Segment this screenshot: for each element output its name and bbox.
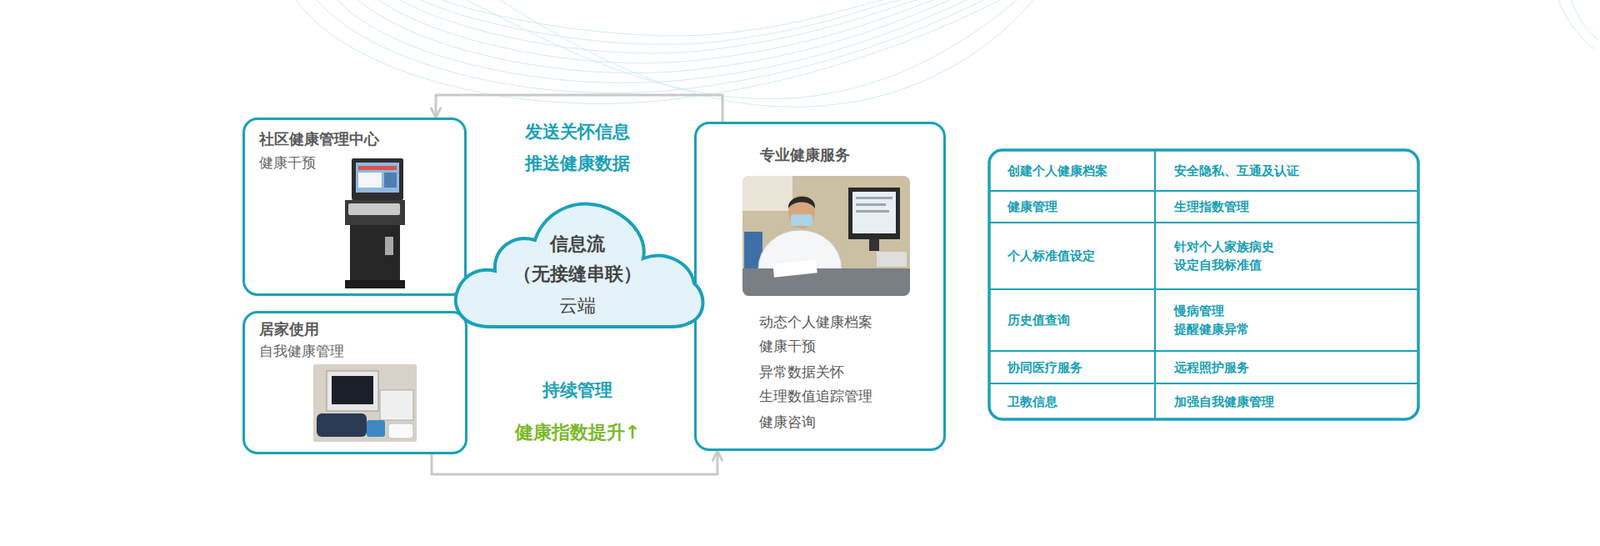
photo-ground — [313, 364, 417, 442]
doctor-photo — [742, 175, 910, 296]
home-box — [380, 390, 414, 420]
table-cell: 远程照护服务 — [1174, 358, 1250, 377]
table-cell: 个人标准值设定 — [1007, 246, 1095, 265]
kiosk-screen-panel — [358, 172, 382, 188]
decor-curve — [420, 0, 900, 45]
decor-curve — [295, 0, 1000, 104]
node-text: 异常数据关怀 — [759, 362, 845, 382]
kiosk-monitor — [351, 158, 404, 200]
kiosk-screen-bar — [358, 165, 397, 170]
home-screen — [331, 375, 374, 405]
decor-curve — [1570, 0, 1599, 40]
service-box: 社区健康管理中心健康干预 — [242, 117, 467, 296]
home-device-illustration — [313, 364, 417, 442]
table-cell: 针对个人家族病史 设定自我标准值 — [1174, 237, 1287, 275]
decor-curves — [295, 0, 1599, 107]
table-grid — [989, 150, 1419, 420]
kiosk-screen — [355, 162, 400, 193]
table-rule — [989, 221, 1419, 224]
photo-monitor-screen — [852, 191, 896, 234]
node-text: 自我健康管理 — [259, 341, 345, 361]
table-rule — [989, 382, 1419, 385]
table-cell: 慢病管理 提醒健康异常 — [1174, 301, 1266, 339]
decor-curve — [337, 0, 967, 83]
table-cell: 创建个人健康档案 — [1007, 161, 1108, 180]
photo-monitor — [848, 187, 900, 240]
photo-hair — [788, 196, 815, 209]
table-outline — [989, 150, 1419, 420]
node-text: 生理数值追踪管理 — [759, 386, 873, 406]
node-heading: 专业健康服务 — [760, 145, 850, 165]
node-heading: 信息流 （无接缝串联） — [502, 229, 653, 290]
node-text: 健康干预 — [759, 336, 816, 356]
edge-label: 发送关怀信息 推送健康数据 — [519, 115, 636, 180]
node-heading: 居家使用 — [259, 319, 320, 340]
decor-curve — [379, 0, 934, 64]
kiosk-panel — [385, 236, 394, 255]
decor-curve — [500, 0, 1034, 107]
kiosk-illustration — [345, 158, 405, 289]
kiosk-base — [345, 280, 405, 289]
note-label: 健康指数提升↑ — [515, 420, 640, 445]
decor-curve — [466, 0, 1017, 100]
service-box: 专业健康服务动态个人健康档案健康干预异常数据关怀生理数值追踪管理健康咨询 — [694, 121, 946, 451]
photo-head — [788, 195, 815, 229]
home-monitor — [326, 370, 379, 411]
table-rule — [989, 350, 1419, 352]
photo-paper — [772, 259, 817, 277]
decor-curve — [400, 0, 917, 54]
photo-screen-line — [855, 210, 890, 213]
table-cell: 卫教信息 — [1007, 392, 1058, 411]
photo-screen-line — [855, 196, 893, 200]
flow-arrow — [435, 95, 723, 122]
photo-monitor-stand — [869, 239, 880, 251]
bp-cuff — [316, 413, 367, 437]
kiosk-cabinet — [350, 225, 400, 282]
node-heading: 社区健康管理中心 — [259, 129, 380, 150]
photo-window — [742, 175, 793, 211]
kiosk-shelf — [345, 200, 405, 225]
home-meter — [388, 423, 414, 439]
cloud-node: 信息流 （无接缝串联） 云端 — [446, 191, 708, 330]
table-cell: 加强自我健康管理 — [1174, 392, 1275, 411]
node-text: 健康咨询 — [759, 412, 816, 432]
photo-desk — [742, 268, 910, 296]
kiosk-device — [348, 203, 400, 215]
decor-curve — [358, 0, 950, 74]
table-cell: 协同医疗服务 — [1007, 358, 1083, 377]
home-meter — [366, 420, 385, 437]
photo-mask — [790, 214, 813, 226]
cloud-outline — [455, 204, 704, 327]
node-text: 健康干预 — [259, 153, 316, 173]
table-cell: 生理指数管理 — [1174, 197, 1250, 216]
edge-label: 持续管理 — [542, 374, 613, 406]
table-cell: 安全隐私、互通及认证 — [1174, 161, 1300, 180]
kiosk-screen-panel — [384, 172, 397, 188]
node-text: 动态个人健康档案 — [759, 312, 873, 332]
photo-device — [876, 251, 907, 267]
flow-arrow — [431, 450, 718, 475]
table-rule — [989, 288, 1419, 290]
decor-curve — [1558, 0, 1596, 50]
table-cell: 健康管理 — [1007, 197, 1058, 216]
photo-screen-line — [855, 203, 886, 206]
table-rule — [989, 190, 1419, 192]
table-cell: 历史值查询 — [1007, 310, 1070, 330]
photo-wall — [742, 175, 910, 296]
service-box: 居家使用自我健康管理 — [242, 310, 468, 455]
node-text: 云端 — [559, 293, 596, 319]
